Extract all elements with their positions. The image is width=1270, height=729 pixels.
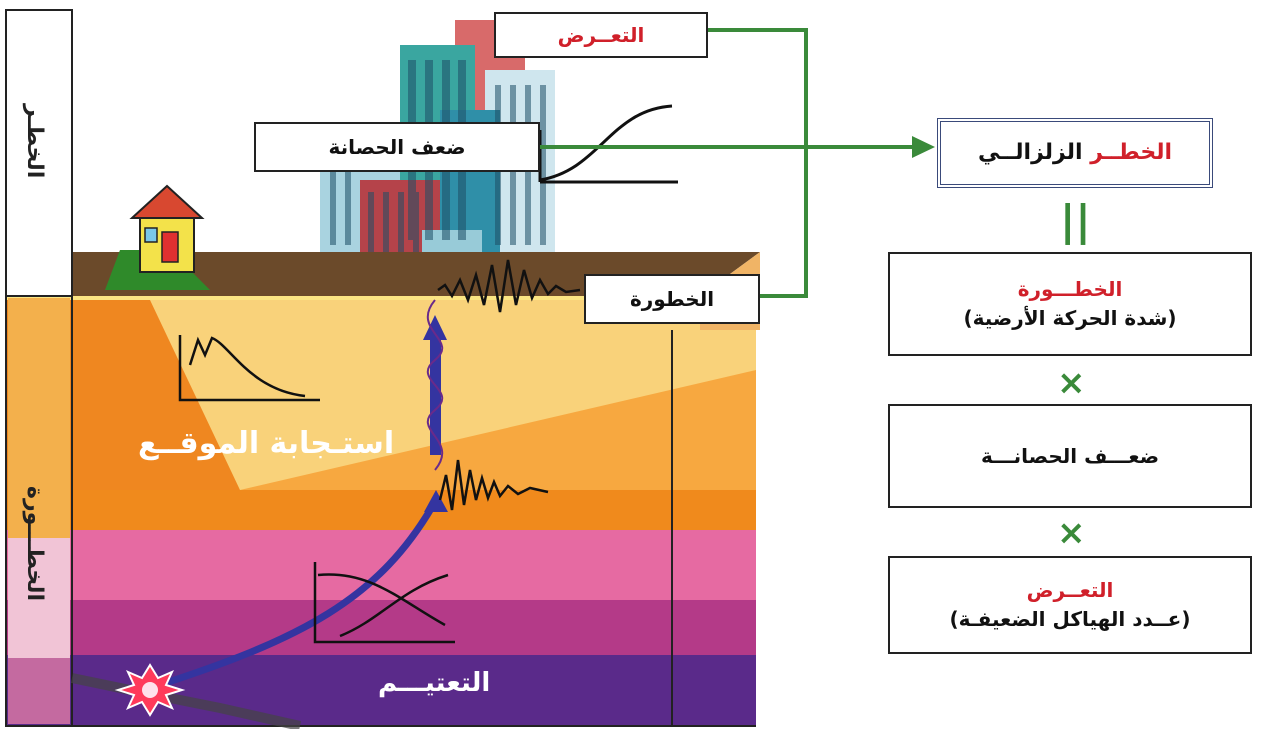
eq-exposure-subtitle: (عــدد الهياكل الضعيفـة): [949, 607, 1191, 631]
seismic-risk-red: الخطــر: [1090, 140, 1173, 166]
attenuation-graph: [313, 562, 455, 644]
hazard-box: الخطورة: [584, 274, 760, 324]
seismogram-deep: [438, 459, 549, 511]
equals-symbol: ||: [1060, 196, 1091, 245]
eq-vulnerability-box: ضعـــف الحصانـــة: [888, 404, 1252, 508]
epicenter-icon: [114, 663, 186, 717]
axis-label-hazard: الخطـــورة: [22, 486, 47, 602]
vulnerability-label: ضعف الحصانة: [328, 134, 466, 159]
eq-hazard-title: الخطـــورة: [1017, 277, 1123, 301]
fragility-curve: [538, 104, 678, 184]
attenuation-label: التعتيـــم: [378, 668, 491, 698]
axis-label-risk: الخطـر: [22, 104, 47, 179]
spectrum-graph: [178, 335, 320, 402]
site-response-label: استـجابة الموقــع: [138, 426, 395, 461]
connector-lines: [540, 28, 912, 298]
hazard-label: الخطورة: [629, 286, 715, 311]
fault-line: [70, 673, 302, 729]
exposure-box: التعــرض: [494, 12, 708, 58]
eq-vulnerability-title: ضعـــف الحصانـــة: [980, 443, 1160, 468]
eq-hazard-box: الخطـــورة (شدة الحركة الأرضية): [888, 252, 1252, 356]
exposure-label: التعــرض: [557, 22, 645, 47]
times-symbol-1: ×: [1057, 363, 1086, 403]
house-icon: [105, 184, 210, 290]
seismic-risk-black: الزلزالــي: [977, 140, 1083, 166]
seismic-wave-path: [148, 498, 440, 692]
seismogram-surface: [437, 259, 581, 313]
vulnerability-box: ضعف الحصانة: [254, 122, 540, 172]
eq-exposure-title: التعــرض: [1026, 578, 1114, 602]
times-symbol-2: ×: [1057, 513, 1086, 553]
eq-hazard-subtitle: (شدة الحركة الأرضية): [963, 306, 1177, 330]
seismic-risk-box: الخطــر الزلزالــي: [937, 118, 1213, 188]
eq-exposure-box: التعــرض (عــدد الهياكل الضعيفـة): [888, 556, 1252, 654]
